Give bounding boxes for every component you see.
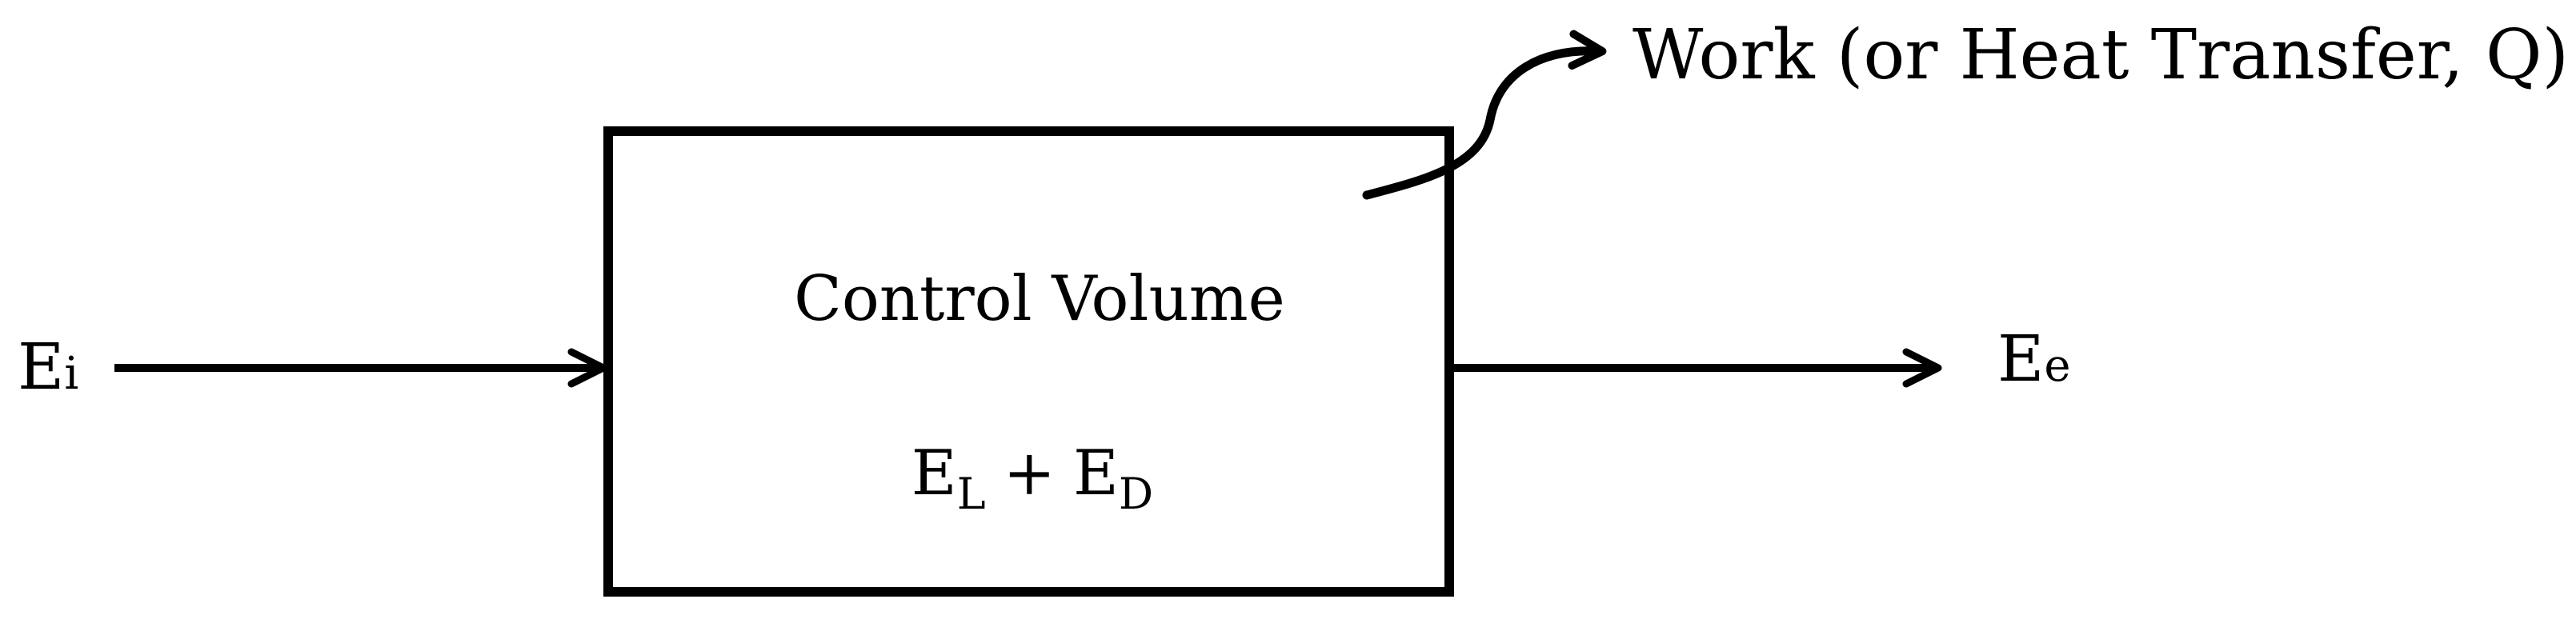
equation-term-1-base: E bbox=[911, 437, 957, 509]
work-label: Work (or Heat Transfer, Q) bbox=[1633, 15, 2569, 95]
equation-term-1-sub: L bbox=[957, 469, 986, 519]
equation-operator: + bbox=[1004, 437, 1056, 509]
equation-term-2-base: E bbox=[1073, 437, 1119, 509]
exit-label-sub: e bbox=[2044, 340, 2070, 392]
energy-equation: EL+ED bbox=[911, 437, 1153, 519]
inlet-label-sub: i bbox=[64, 348, 78, 400]
control-volume-box bbox=[603, 126, 1454, 597]
equation-term-2-sub: D bbox=[1119, 469, 1153, 519]
control-volume-title: Control Volume bbox=[794, 263, 1285, 335]
exit-energy-label: Ee bbox=[1997, 321, 2071, 396]
work-arrow bbox=[1362, 30, 1607, 200]
inlet-label-base: E bbox=[18, 329, 64, 404]
inlet-energy-label: Ei bbox=[18, 329, 78, 404]
exit-label-base: E bbox=[1997, 321, 2044, 396]
